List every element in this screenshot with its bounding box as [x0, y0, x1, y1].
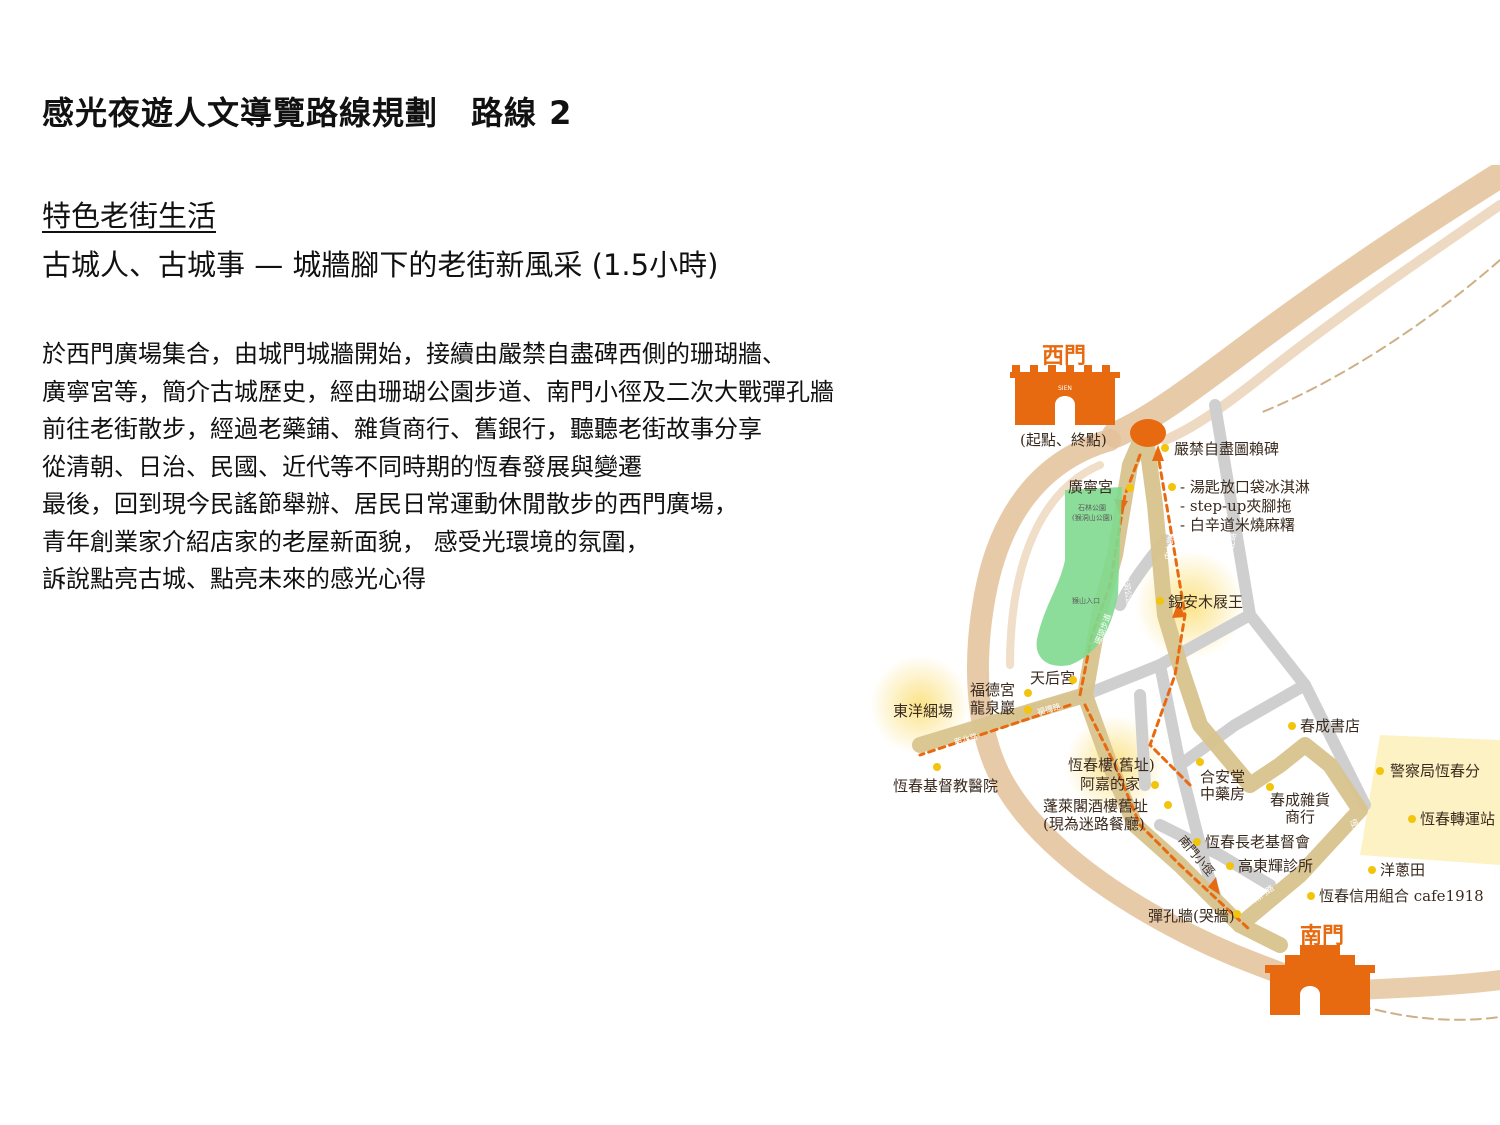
- route-map-svg: 石林公園 (猴洞山公園) 猴山入口 SIEN 西門 (起點、終點) 南門 中山路…: [870, 165, 1500, 1021]
- poi-label-police: 警察局恆春分: [1390, 762, 1480, 780]
- route-arrow-mid: [1172, 602, 1186, 618]
- poi-label-longquan: 龍泉巖: [970, 699, 1015, 717]
- poi-dot-elder-church: [1193, 838, 1201, 846]
- poi-label-chuncheng-book: 春成書店: [1300, 717, 1360, 735]
- poi-dot-ajia: [1151, 781, 1159, 789]
- start-point-marker: [1130, 419, 1166, 447]
- road-south-inner: [1154, 819, 1276, 891]
- description-line: 訴說點亮古城、點亮未來的感光心得: [42, 565, 426, 593]
- poi-dot-longquan: [1024, 706, 1032, 714]
- theme-subtitle: 特色老街生活: [42, 199, 217, 233]
- poi-dot-penglai: [1164, 801, 1172, 809]
- poi-label-transfer: 恆春轉運站: [1420, 810, 1495, 828]
- description-line: 廣寧宮等，簡介古城歷史，經由珊瑚公園步道、南門小徑及二次大戰彈孔牆: [42, 377, 834, 406]
- poi-dot-yanjin: [1161, 444, 1169, 452]
- route-map: 石林公園 (猴洞山公園) 猴山入口 SIEN 西門 (起點、終點) 南門 中山路…: [860, 165, 1500, 1045]
- description-line: 最後，回到現今民謠節舉辦、居民日常運動休閒散步的西門廣場，: [42, 490, 738, 518]
- road-label-zhongshan: 中山路: [1162, 535, 1176, 560]
- poi-dot-chuncheng-shop: [1266, 783, 1274, 791]
- poi-dot-bullet-wall: [1233, 910, 1241, 918]
- poi-label-credit: 恆春信用組合 cafe1918: [1319, 887, 1484, 905]
- west-gate-label: 西門: [1042, 343, 1086, 369]
- poi-dot-hospital: [933, 763, 941, 771]
- poi-label-hospital: 恆春基督教醫院: [893, 777, 998, 795]
- poi-dot-gao-clinic: [1226, 862, 1234, 870]
- description-line: 從清朝、日治、民國、近代等不同時期的恆春發展與變遷: [42, 452, 642, 481]
- poi-label-ajia: 阿嘉的家: [1080, 775, 1140, 793]
- route-arrow-up: [1152, 445, 1164, 461]
- west-gate-icon: SIEN: [1010, 365, 1120, 425]
- park-name: 石林公園: [1078, 503, 1106, 512]
- city-wall-north-inner: [1160, 200, 1500, 445]
- description-line: 於西門廣場集合，由城門城牆開始，接續由嚴禁自盡碑西側的珊瑚牆、: [42, 340, 786, 368]
- poi-label-penglai: 蓬萊閣酒樓舊址: [1043, 797, 1148, 815]
- poi-label-chuncheng-shop-2: 商行: [1285, 808, 1315, 826]
- poi-label-hean-2: 中藥房: [1200, 785, 1245, 803]
- city-wall-north: [1102, 165, 1500, 448]
- poi-label-onion: 洋蔥田: [1380, 861, 1425, 879]
- page-title: 感光夜遊人文導覽路線規劃 路線 2: [42, 94, 573, 132]
- route-name: 古城人、古城事 — 城牆腳下的老街新風采 (1.5小時): [42, 248, 719, 282]
- poi-label-gao-clinic: 高東輝診所: [1238, 857, 1313, 875]
- route-band-east: [1232, 737, 1368, 933]
- west-gate-sign: SIEN: [1058, 385, 1072, 392]
- poi-dot-shops: [1168, 483, 1176, 491]
- road-zhongzheng: [1209, 399, 1371, 811]
- poi-label-hengchun-lou: 恆春樓(舊址): [1068, 756, 1155, 774]
- city-wall-north-path: [1259, 259, 1500, 414]
- south-gate-icon: [1265, 945, 1375, 1015]
- glow-police: [1360, 735, 1500, 865]
- south-gate-label: 南門: [1300, 923, 1344, 949]
- route-segment-dongyang: [918, 703, 1072, 757]
- road-label-zhongzheng: 中正路: [1224, 532, 1238, 557]
- city-wall: [966, 165, 1500, 1021]
- city-wall-south: [1350, 970, 1500, 1000]
- poi-dot-guangning: [1126, 484, 1134, 492]
- poi-dot-tianhou: [1069, 676, 1077, 684]
- poi-label-penglai-note: (現為迷路餐廳): [1043, 815, 1145, 833]
- poi-label-shop-1: - 湯匙放口袋冰淇淋: [1180, 478, 1310, 496]
- city-wall-west-inner: [1006, 461, 1104, 669]
- poi-label-guangning: 廣寧宮: [1068, 478, 1113, 496]
- poi-label-chuncheng-shop-1: 春成雜貨: [1270, 791, 1330, 809]
- route-segment-south: [1083, 703, 1252, 932]
- poi-label-dongyang: 東洋綑場: [893, 702, 953, 720]
- poi-dot-chuncheng-book: [1288, 722, 1296, 730]
- poi-dot-hean: [1196, 758, 1204, 766]
- poi-dot-credit: [1307, 892, 1315, 900]
- road-minor: [1134, 689, 1151, 791]
- poi-dot-onion: [1368, 866, 1376, 874]
- route-arrow-south: [1208, 877, 1220, 895]
- route-description: 於西門廣場集合，由城門城牆開始，接續由嚴禁自盡碑西側的珊瑚牆、 廣寧宮等，簡介古…: [42, 336, 1022, 599]
- description-line: 前往老街散步，經過老藥鋪、雜貨商行、舊銀行，聽聽老街故事分享: [42, 415, 762, 443]
- city-wall-west: [966, 429, 1296, 986]
- poi-label-hean-1: 合安堂: [1200, 768, 1245, 786]
- poi-label-elder-church: 恆春長老基督會: [1205, 833, 1310, 851]
- poi-label-bullet-wall: 彈孔牆(哭牆): [1148, 907, 1235, 925]
- poi-dot-police: [1376, 767, 1384, 775]
- description-line: 青年創業家介紹店家的老屋新面貌， 感受光環境的氛圍，: [42, 527, 650, 556]
- west-gate-note: (起點、終點): [1020, 431, 1107, 449]
- poi-label-shop-3: - 白辛道米燒麻糬: [1180, 516, 1295, 534]
- poi-label-fude: 福德宮: [970, 681, 1015, 699]
- poi-label-tianhou: 天后宮: [1030, 669, 1075, 687]
- route-band-return: [1137, 422, 1258, 793]
- poi-label-shop-2: - step-up夾腳拖: [1180, 497, 1291, 515]
- park-alt-name: (猴洞山公園): [1072, 513, 1113, 522]
- route-segment-up: [1148, 453, 1192, 787]
- park-entrance-label: 猴山入口: [1072, 596, 1100, 605]
- park-area: [1036, 487, 1122, 666]
- poi-dot-xian: [1156, 597, 1164, 605]
- poi-dot-transfer: [1408, 815, 1416, 823]
- poi-label-yanjin: 嚴禁自盡圖賴碑: [1174, 440, 1279, 458]
- poi-label-xian: 錫安木屐王: [1168, 593, 1243, 611]
- road-hengdong: [1174, 679, 1311, 771]
- poi-dot-fude: [1024, 689, 1032, 697]
